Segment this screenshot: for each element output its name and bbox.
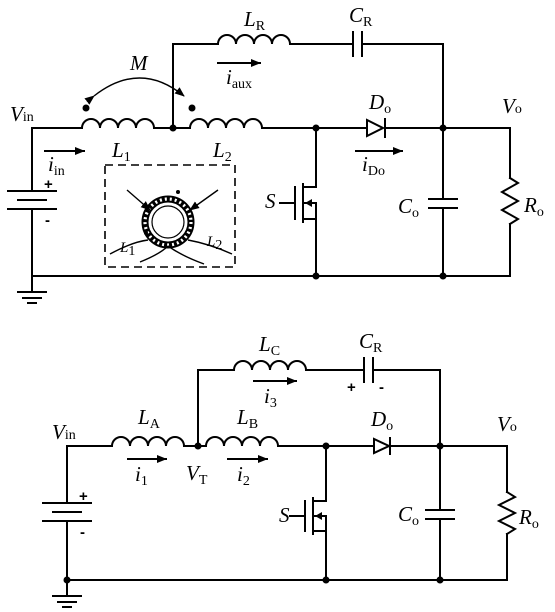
top-label-iin: iin — [48, 152, 65, 179]
top-l2-polarity-dot — [188, 104, 196, 112]
bottom-label-Vo: Vo — [497, 412, 517, 436]
top-capacitor-CR — [352, 31, 363, 57]
top-mutual-coupling-arrow — [84, 77, 185, 105]
top-battery: + - — [7, 127, 57, 277]
top-resistor-Ro — [499, 127, 521, 277]
bottom-label-Co: Co — [398, 502, 419, 529]
top-label-L2: L2 — [212, 138, 232, 165]
bottom-battery-minus: - — [80, 524, 85, 541]
top-inset-label-L2: L2 — [206, 234, 222, 253]
top-label-Do: Do — [368, 90, 391, 117]
bottom-label-i2: i2 — [237, 462, 250, 489]
bottom-resistor-Ro — [496, 445, 518, 581]
top-battery-minus: - — [45, 212, 50, 229]
top-inductor-L2 — [188, 118, 264, 130]
bottom-battery: + - — [42, 445, 92, 581]
top-inductor-LR — [216, 34, 292, 46]
top-ground-symbol — [17, 275, 47, 304]
bottom-label-Ro: Ro — [518, 505, 539, 532]
top-mutual-inductance-label: M — [129, 51, 149, 75]
bottom-switch-mosfet — [289, 445, 327, 581]
top-capacitor-Co — [428, 127, 458, 277]
bottom-label-vin: Vin — [52, 420, 76, 444]
bottom-label-VT: VT — [186, 461, 208, 488]
bottom-diode-Do — [373, 437, 392, 455]
bottom-inductor-LC — [232, 360, 308, 372]
bottom-label-Do: Do — [370, 407, 393, 434]
top-l1-polarity-dot — [82, 104, 90, 112]
bottom-circuit: + - + - — [42, 329, 539, 608]
bottom-capacitor-CR — [363, 357, 374, 383]
top-label-iaux: iaux — [226, 65, 252, 92]
bottom-inductor-LB — [204, 436, 280, 448]
top-label-CR: CR — [349, 3, 373, 30]
top-switch-mosfet — [279, 127, 317, 277]
top-label-Ro: Ro — [523, 193, 544, 220]
bottom-inductor-LA — [110, 436, 186, 448]
top-label-Vo: Vo — [502, 94, 522, 118]
bottom-ground-symbol — [52, 579, 82, 608]
top-label-iDo: iDo — [362, 152, 385, 179]
top-label-vin: Vin — [10, 102, 34, 126]
bottom-label-CR: CR — [359, 329, 383, 356]
bottom-cr-minus: - — [379, 379, 384, 396]
top-label-Co: Co — [398, 194, 419, 221]
top-circuit: + - M — [7, 3, 544, 304]
bottom-battery-plus: + — [79, 488, 88, 505]
top-battery-plus: + — [44, 176, 53, 193]
top-label-S: S — [265, 189, 276, 213]
top-label-LR: LR — [243, 7, 266, 34]
bottom-label-LC: LC — [258, 332, 280, 359]
bottom-label-i3: i3 — [264, 384, 277, 411]
top-coupled-core-inset: L1 L2 — [104, 164, 236, 268]
bottom-capacitor-Co — [425, 445, 455, 581]
top-inductor-L1 — [80, 118, 156, 130]
bottom-label-S: S — [279, 503, 290, 527]
top-label-L1: L1 — [111, 138, 131, 165]
bottom-label-LA: LA — [137, 405, 161, 432]
bottom-label-LB: LB — [236, 405, 258, 432]
top-diode-Do — [366, 118, 386, 138]
bottom-cr-plus: + — [347, 379, 356, 396]
top-inset-label-L1: L1 — [119, 240, 135, 259]
bottom-label-i1: i1 — [135, 462, 148, 489]
